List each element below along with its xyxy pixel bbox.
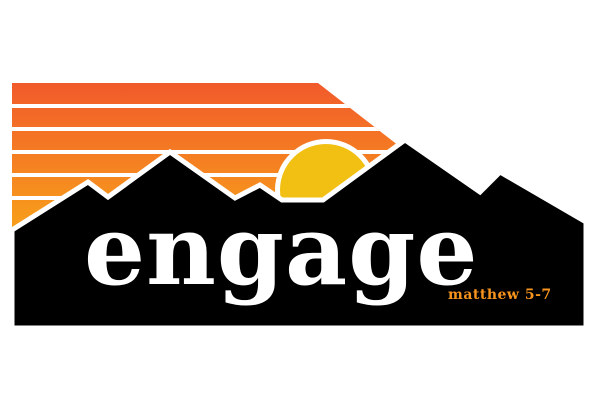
- sky-stripe-1: [12, 104, 430, 108]
- logo-subtitle: matthew 5-7: [448, 287, 552, 303]
- sky-stripe-2: [12, 127, 430, 131]
- sky-stripe-3: [12, 150, 430, 154]
- mountain-range-icon: [9, 136, 589, 331]
- sky-stripe-4: [12, 173, 430, 177]
- logo-title: engage: [84, 194, 479, 307]
